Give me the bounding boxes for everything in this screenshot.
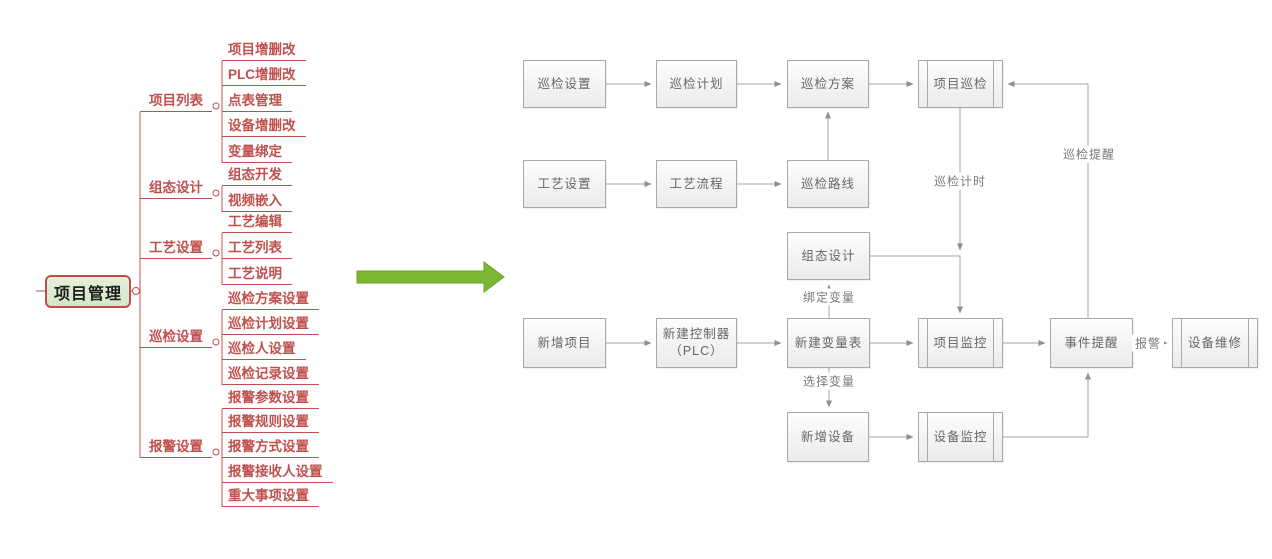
edge-label-select-variable: 选择变量 xyxy=(799,372,859,390)
mindmap-leaf-topic[interactable]: 重大事项设置 xyxy=(222,486,319,507)
collapse-toggle-icon[interactable] xyxy=(212,448,220,456)
mindmap-branch-topic[interactable]: 巡检设置 xyxy=(140,327,212,348)
node-new-project[interactable]: 新增项目 xyxy=(523,318,606,368)
mindmap-root-node[interactable]: 项目管理 xyxy=(45,275,131,308)
node-project-monitor[interactable]: 项目监控 xyxy=(918,318,1003,368)
mindmap-branch-topic[interactable]: 报警设置 xyxy=(140,437,212,458)
mindmap-leaf-topic[interactable]: 报警规则设置 xyxy=(222,412,319,433)
collapse-toggle-icon[interactable] xyxy=(212,102,220,110)
mindmap-leaf-topic[interactable]: 巡检记录设置 xyxy=(222,364,319,385)
mindmap-leaf-topic[interactable]: 视频嵌入 xyxy=(222,191,292,212)
mindmap-leaf-topic[interactable]: 巡检计划设置 xyxy=(222,314,319,335)
mindmap-leaf-topic[interactable]: 巡检方案设置 xyxy=(222,289,319,310)
edge-label-bind-variable: 绑定变量 xyxy=(799,288,859,306)
node-inspect-scheme[interactable]: 巡检方案 xyxy=(787,60,869,108)
edge-label-alarm: 报警 xyxy=(1131,334,1165,352)
node-device-repair[interactable]: 设备维修 xyxy=(1172,318,1258,368)
node-device-monitor[interactable]: 设备监控 xyxy=(918,412,1003,462)
edge-label-inspect-reminder: 巡检提醒 xyxy=(1059,145,1119,163)
edge-label-inspect-timer: 巡检计时 xyxy=(930,172,990,190)
node-config-design[interactable]: 组态设计 xyxy=(787,232,870,280)
mindmap-leaf-topic[interactable]: 工艺说明 xyxy=(222,264,292,285)
node-new-variable-table[interactable]: 新建变量表 xyxy=(787,318,870,368)
mindmap-branch-topic[interactable]: 项目列表 xyxy=(140,91,212,112)
collapse-toggle-icon[interactable] xyxy=(212,338,220,346)
mindmap-leaf-topic[interactable]: 报警方式设置 xyxy=(222,437,319,458)
node-project-inspect[interactable]: 项目巡检 xyxy=(918,60,1003,108)
mindmap-leaf-topic[interactable]: 点表管理 xyxy=(222,91,292,112)
mindmap-leaf-topic[interactable]: 设备增删改 xyxy=(222,116,306,137)
mindmap-leaf-topic[interactable]: 报警接收人设置 xyxy=(222,462,333,483)
collapse-toggle-icon[interactable] xyxy=(212,189,220,197)
node-event-reminder[interactable]: 事件提醒 xyxy=(1050,318,1133,368)
mindmap-leaf-topic[interactable]: 变量绑定 xyxy=(222,142,292,163)
node-inspect-settings[interactable]: 巡检设置 xyxy=(523,60,606,108)
node-process-flow[interactable]: 工艺流程 xyxy=(656,160,737,208)
node-inspect-route[interactable]: 巡检路线 xyxy=(787,160,869,208)
node-inspect-plan[interactable]: 巡检计划 xyxy=(656,60,737,108)
mindmap-leaf-topic[interactable]: 工艺编辑 xyxy=(222,212,292,233)
mindmap-branch-topic[interactable]: 组态设计 xyxy=(140,178,212,199)
node-process-settings[interactable]: 工艺设置 xyxy=(523,160,606,208)
node-new-device[interactable]: 新增设备 xyxy=(787,412,869,462)
mindmap-branch-topic[interactable]: 工艺设置 xyxy=(140,238,212,259)
collapse-toggle-icon[interactable] xyxy=(132,287,140,295)
collapse-toggle-icon[interactable] xyxy=(212,249,220,257)
mindmap-leaf-topic[interactable]: PLC增删改 xyxy=(222,65,306,86)
mindmap-leaf-topic[interactable]: 项目增删改 xyxy=(222,40,306,61)
mindmap-leaf-topic[interactable]: 工艺列表 xyxy=(222,238,292,259)
mindmap-leaf-topic[interactable]: 巡检人设置 xyxy=(222,339,306,360)
node-new-controller-plc[interactable]: 新建控制器 （PLC） xyxy=(656,318,737,368)
mindmap-leaf-topic[interactable]: 组态开发 xyxy=(222,165,292,186)
mindmap-leaf-topic[interactable]: 报警参数设置 xyxy=(222,388,319,409)
